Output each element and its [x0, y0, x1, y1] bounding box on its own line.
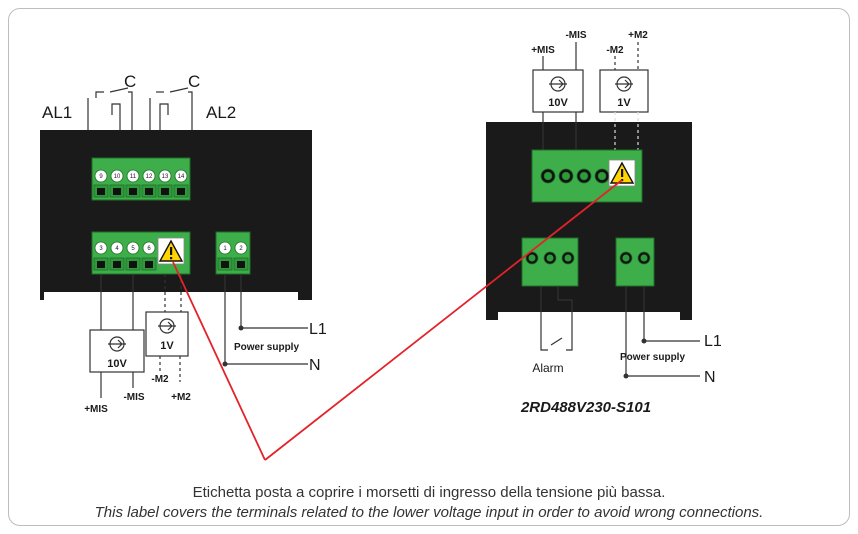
caption-english: This label covers the terminals related …: [94, 504, 764, 521]
right-top-terminal-block: [531, 149, 643, 203]
right-minus-m2: -M2: [606, 45, 624, 56]
left-plus-m2: +M2: [171, 392, 191, 403]
meter-10v: 10V: [89, 329, 145, 373]
terminal-2: 2: [239, 246, 243, 252]
diagram-frame: [8, 8, 850, 526]
left-n-label: N: [309, 357, 321, 374]
bottom-terminal-block: 3 4 5 6: [91, 231, 191, 275]
alarm-label-al2: AL2: [206, 103, 236, 122]
left-minus-m2: -M2: [151, 374, 169, 385]
top-terminal-block: 9 10 11 12 13 14: [91, 157, 191, 201]
right-power-terminal-block: [615, 237, 655, 287]
warning-label-icon: [608, 159, 636, 187]
relay-label-c1: C: [124, 72, 136, 91]
terminal-14: 14: [178, 174, 185, 180]
left-power-supply-label: Power supply: [234, 342, 299, 353]
right-plus-mis: +MIS: [531, 45, 555, 56]
relay-label-c2: C: [188, 72, 200, 91]
right-n-label: N: [704, 369, 716, 386]
left-minus-mis: -MIS: [123, 392, 144, 403]
right-meter-1v: 1V: [599, 69, 649, 113]
terminal-11: 11: [130, 174, 137, 180]
right-minus-mis: -MIS: [565, 30, 586, 41]
meter-10v-label: 10V: [107, 358, 127, 370]
left-device: C C AL1 AL2 9 10 11 12 13 14: [40, 72, 327, 415]
terminal-3: 3: [99, 246, 103, 252]
left-l1-label: L1: [309, 321, 327, 338]
terminal-10: 10: [114, 174, 121, 180]
alarm-label-al1: AL1: [42, 103, 72, 122]
terminal-9: 9: [99, 174, 103, 180]
right-l1-label: L1: [704, 333, 722, 350]
terminal-1: 1: [223, 246, 227, 252]
power-terminal-block: 1 2: [215, 231, 251, 275]
right-alarm-label: Alarm: [532, 361, 563, 375]
right-alarm-terminal-block: [521, 237, 579, 287]
meter-1v-label: 1V: [160, 340, 174, 352]
model-number: 2RD488V230-S101: [520, 399, 651, 416]
terminal-5: 5: [131, 246, 135, 252]
terminal-4: 4: [115, 246, 119, 252]
caption-italian: Etichetta posta a coprire i morsetti di …: [192, 484, 666, 501]
terminal-13: 13: [162, 174, 169, 180]
right-device: +MIS -MIS -M2 +M2 10V 1V: [486, 30, 722, 416]
right-meter-1v-label: 1V: [617, 97, 631, 109]
warning-label-icon: [157, 237, 185, 265]
warning-callout-lines: [172, 179, 623, 461]
left-plus-mis: +MIS: [84, 404, 108, 415]
right-plus-m2: +M2: [628, 30, 648, 41]
right-meter-10v-label: 10V: [548, 97, 568, 109]
terminal-6: 6: [147, 246, 151, 252]
terminal-12: 12: [146, 174, 153, 180]
meter-1v: 1V: [145, 311, 189, 357]
right-power-supply-label: Power supply: [620, 352, 685, 363]
right-meter-10v: 10V: [532, 69, 584, 113]
